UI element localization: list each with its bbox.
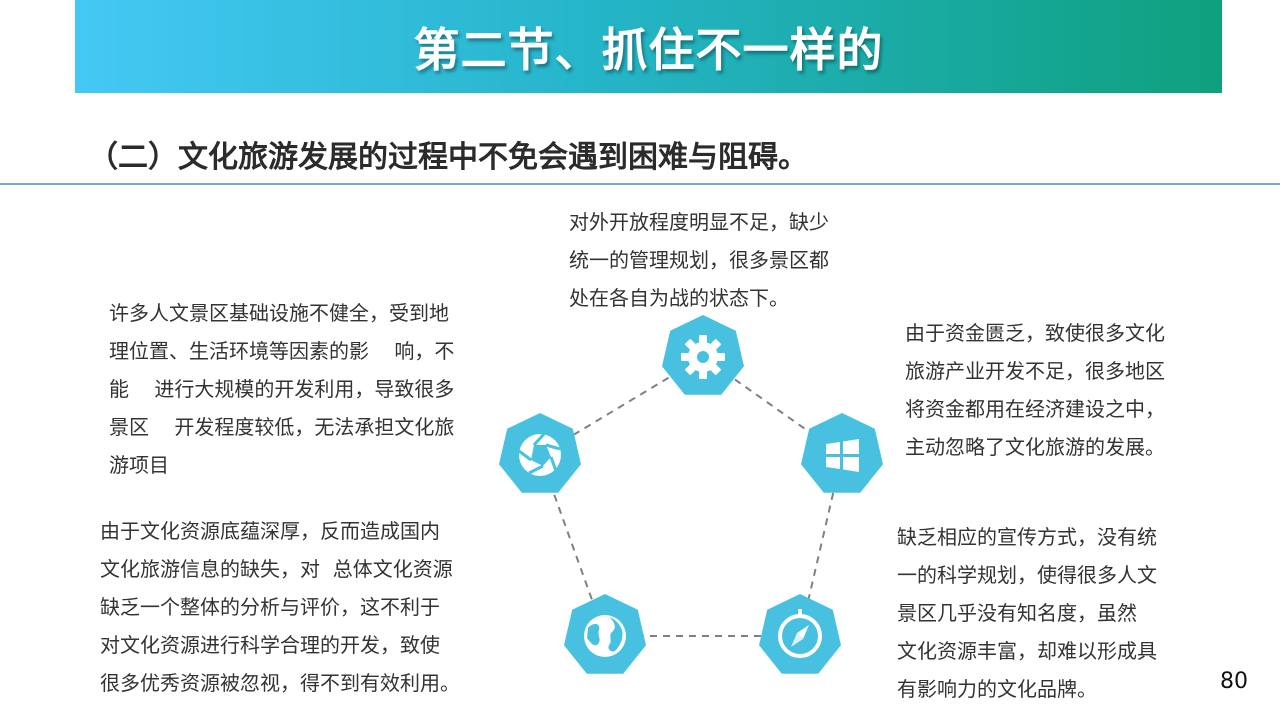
heptagon-shape [801, 413, 883, 493]
gear-icon [681, 335, 725, 379]
section-subtitle: （二）文化旅游发展的过程中不免会遇到困难与阻碍。 [88, 140, 808, 175]
globe-icon [584, 615, 626, 657]
node-globe [564, 594, 646, 674]
node-gear [662, 315, 744, 395]
compass-icon [778, 609, 822, 658]
node-aperture [499, 413, 581, 493]
text-funding-shortage: 由于资金匮乏，致使很多文化 旅游产业开发不足，很多地区 将资金都用在经济建设之中… [905, 321, 1165, 459]
text-resource-evaluation: 由于文化资源底蕴深厚，反而造成国内 文化旅游信息的缺失，对 总体文化资源 缺乏一… [100, 519, 460, 695]
text-promotion-lack: 缺乏相应的宣传方式，没有统 一的科学规划，使得很多人文 景区几乎没有知名度，虽然… [897, 525, 1157, 701]
divider-line [0, 183, 1280, 185]
page-number: 80 [1220, 669, 1248, 694]
camera-aperture-icon [518, 432, 561, 476]
title-banner: 第二节、抓住不一样的 [75, 0, 1222, 93]
page-title: 第二节、抓住不一样的 [413, 23, 884, 77]
windows-icon [826, 439, 859, 472]
node-compass [759, 594, 841, 674]
text-infrastructure: 许多人文景区基础设施不健全，受到地 理位置、生活环境等因素的影 响，不 能 进行… [109, 301, 455, 477]
connector-lines [539, 356, 843, 637]
node-windows [801, 413, 883, 493]
text-external-openness: 对外开放程度明显不足，缺少 统一的管理规划，很多景区都 处在各自为战的状态下。 [569, 210, 829, 310]
